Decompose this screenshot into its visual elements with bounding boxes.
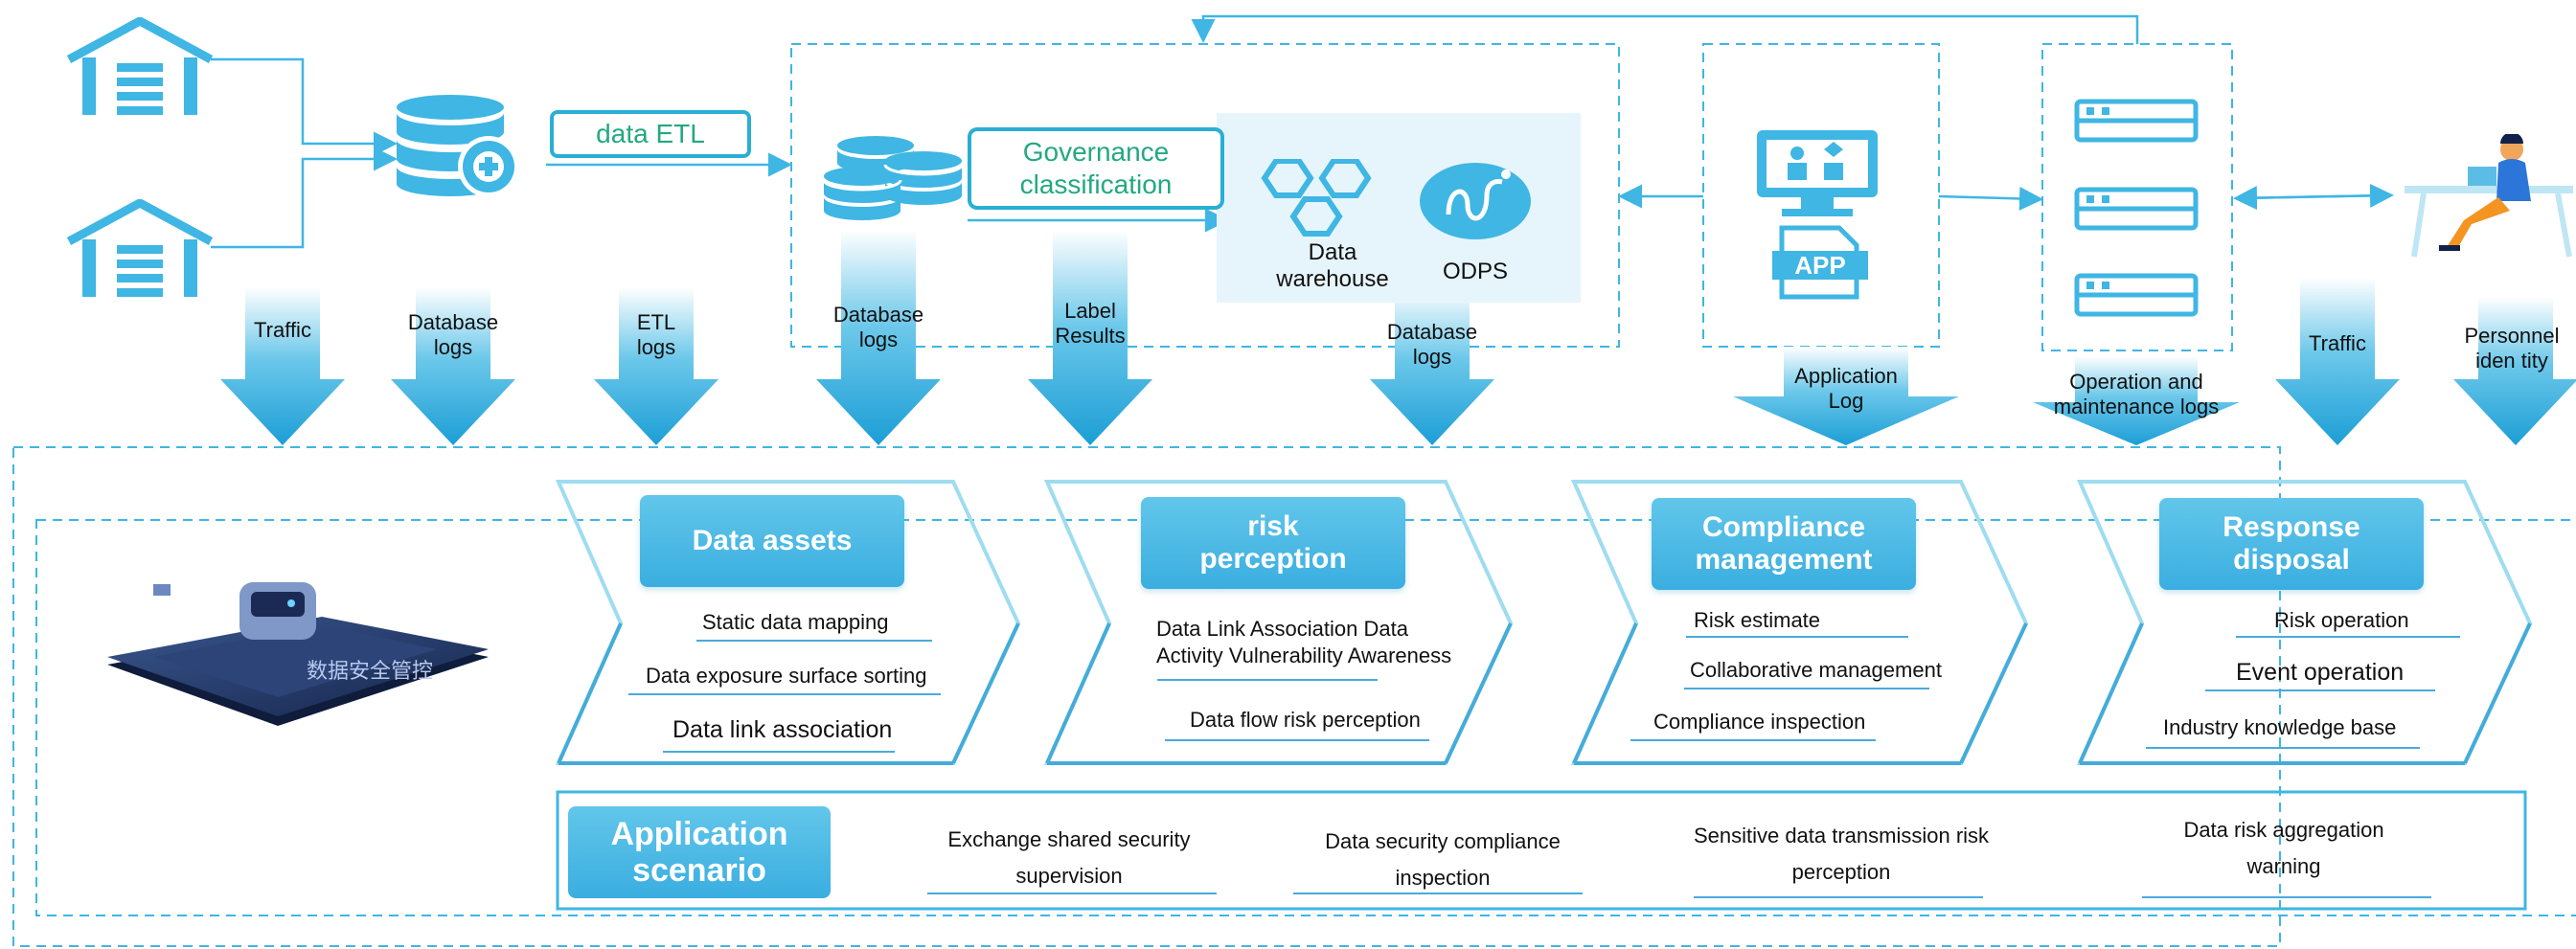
underline xyxy=(1293,893,1583,894)
database-add-icon xyxy=(397,95,519,197)
stage-item-industry-knowledge: Industry knowledge base xyxy=(2163,715,2397,739)
stage-title-compliance-text: Compliance management xyxy=(1695,511,1873,576)
database-stack-icon xyxy=(822,136,964,220)
underline xyxy=(696,640,932,642)
flow-arrow-db-logs-3 xyxy=(1370,287,1494,445)
underline xyxy=(2142,896,2431,898)
flow-arrow-ops-logs xyxy=(2033,356,2240,445)
monitor-icon xyxy=(1757,130,1878,216)
scenario-frame xyxy=(556,790,2527,911)
underline xyxy=(2236,636,2460,638)
scenario-title: Application scenario xyxy=(568,806,831,898)
underline xyxy=(2146,747,2420,749)
flow-label-traffic-2: Traffic xyxy=(2309,331,2366,355)
security-platform-illustration: 数据安全管控 xyxy=(107,582,489,726)
flow-label-db-logs-3: Database logs xyxy=(1386,320,1478,369)
odps-label: ODPS xyxy=(1442,259,1508,284)
data-etl-box: data ETL xyxy=(550,110,751,158)
flow-label-traffic: Traffic xyxy=(254,318,311,342)
flow-label-etl-logs: ETL logs xyxy=(636,310,676,359)
stage-item-compliance-inspection: Compliance inspection xyxy=(1653,710,1866,734)
governance-classification-label: Governance classification xyxy=(1019,137,1173,199)
app-file-icon: APP xyxy=(1772,225,1868,300)
underline xyxy=(1165,739,1429,741)
flow-arrow-label-results xyxy=(1028,230,1152,445)
stage-item-exposure-sorting: Data exposure surface sorting xyxy=(646,664,927,688)
flow-label-db-logs-2: Database logs xyxy=(832,303,924,351)
app-icon-text: APP xyxy=(1794,251,1845,280)
underline xyxy=(1157,679,1378,681)
flow-arrow-personnel xyxy=(2453,297,2576,445)
underline xyxy=(927,893,1217,894)
stage-title-compliance: Compliance management xyxy=(1652,498,1916,590)
warehouse-icon-top xyxy=(66,17,214,115)
flow-label-ops-logs: Operation and maintenance logs xyxy=(2053,370,2220,418)
flow-arrows xyxy=(220,230,2576,445)
flow-label-personnel-identity: Personnel iden tity xyxy=(2464,324,2560,373)
flow-arrow-app-log xyxy=(1733,347,1959,445)
flow-arrow-db-logs-2 xyxy=(816,230,941,445)
scenario-item-sensitive-transmission: Sensitive data transmission risk percept… xyxy=(1693,824,1990,884)
stage-title-response-text: Response disposal xyxy=(2223,511,2360,576)
underline xyxy=(1630,739,1876,741)
scenario-item-risk-aggregation: Data risk aggregation warning xyxy=(2183,818,2384,878)
flow-label-db-logs-1: Database logs xyxy=(407,310,499,359)
underline xyxy=(663,751,895,753)
flow-arrow-etl-logs xyxy=(594,287,718,445)
stage-title-data-assets-text: Data assets xyxy=(692,525,853,556)
flow-label-label-results: Label Results xyxy=(1055,299,1126,348)
data-warehouse-icon xyxy=(1261,159,1372,237)
scenario-title-text: Application scenario xyxy=(610,816,788,889)
governance-classification-box: Governance classification xyxy=(968,127,1224,210)
stage-item-data-link-association: Data link association xyxy=(672,716,893,743)
underline xyxy=(1684,688,1929,689)
stage-title-risk-perception: risk perception xyxy=(1141,497,1405,589)
scenario-item-exchange-shared: Exchange shared security supervision xyxy=(947,827,1191,888)
stage-item-risk-operation: Risk operation xyxy=(2274,608,2409,632)
stage-item-collaborative-management: Collaborative management xyxy=(1690,658,1942,682)
flow-arrow-traffic xyxy=(220,287,345,445)
platform-logo-text: 数据安全管控 xyxy=(307,660,433,684)
underline xyxy=(1686,636,1908,638)
server-icon xyxy=(2074,99,2199,317)
flow-label-app-log: Application Log xyxy=(1794,364,1898,413)
underline xyxy=(628,693,941,695)
scenario-item-compliance-inspection: Data security compliance inspection xyxy=(1325,829,1561,890)
flow-arrow-traffic-2 xyxy=(2275,278,2400,445)
data-warehouse-label: Data warehouse xyxy=(1276,239,1389,292)
odps-icon xyxy=(1420,163,1531,239)
flow-arrow-db-logs-1 xyxy=(391,287,515,445)
stage-item-risk-estimate: Risk estimate xyxy=(1694,608,1821,632)
underline xyxy=(1694,896,1983,898)
underline xyxy=(2205,689,2435,691)
stage-item-link-association-awareness: Data Link Association Data Activity Vuln… xyxy=(1156,617,1452,667)
stage-title-data-assets: Data assets xyxy=(640,495,904,587)
stage-item-event-operation: Event operation xyxy=(2236,659,2405,686)
stage-title-response: Response disposal xyxy=(2159,498,2424,590)
warehouse-icon-bottom xyxy=(66,199,214,297)
stage-title-risk-perception-text: risk perception xyxy=(1199,510,1347,575)
stage-item-static-data-mapping: Static data mapping xyxy=(702,610,889,634)
stage-item-data-flow-risk: Data flow risk perception xyxy=(1190,708,1421,732)
person-at-desk-icon xyxy=(2405,134,2573,258)
